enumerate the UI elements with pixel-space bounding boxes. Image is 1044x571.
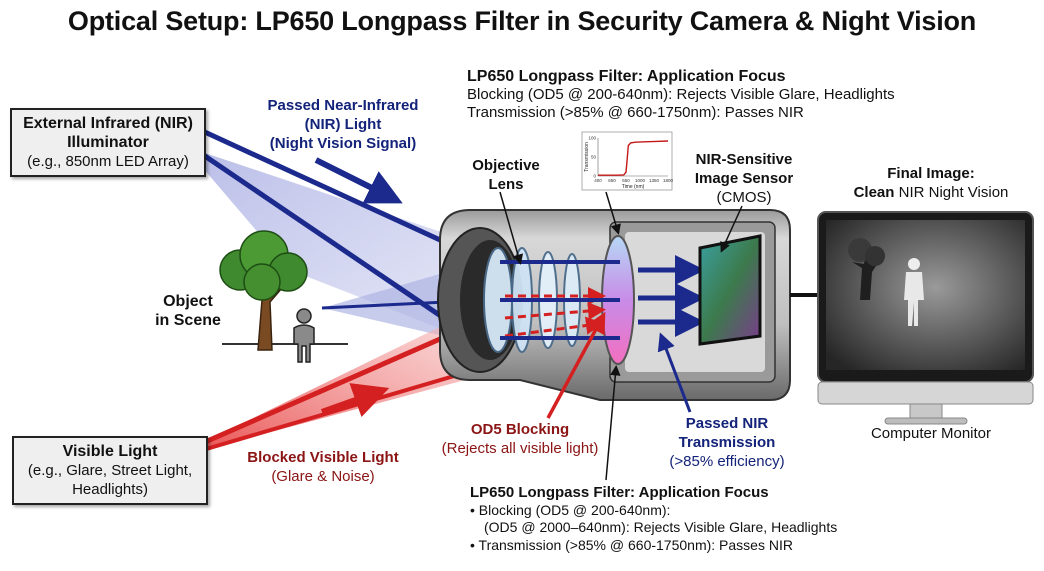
nir-direction-arrow <box>314 157 403 204</box>
final-image-label: Final Image: Clean NIR Night Vision <box>836 164 1026 202</box>
sensor-line3: (CMOS) <box>716 189 772 206</box>
illuminator-title-1: External Infrared (NIR) <box>23 115 193 132</box>
visible-light-sub-2: Headlights) <box>72 481 148 498</box>
passed-nir-line2: (NIR) Light <box>304 116 382 133</box>
object-line1: Object <box>163 293 213 310</box>
chart-y-tick-label: 50 <box>591 155 597 160</box>
pointer-objective-lens <box>499 191 523 265</box>
visible-direction-arrow <box>320 383 390 418</box>
chart-y-tick-label: 100 <box>588 136 596 141</box>
objective-lens-label: Objective Lens <box>462 156 550 194</box>
cmos-sensor <box>698 234 762 346</box>
final-image-line2-bold: Clean <box>853 184 899 201</box>
bottom-focus-b1b: (OD5 @ 2000–640nm): Rejects Visible Glar… <box>484 519 838 535</box>
pointer-passed-nir <box>657 332 692 413</box>
chart-x-tick-label: 400 <box>594 178 602 183</box>
chart-x-tick-label: 1800 <box>663 178 674 183</box>
bottom-focus-heading: LP650 Longpass Filter: Application Focus <box>470 484 769 501</box>
object-line2: in Scene <box>155 312 221 329</box>
pointer-sensor <box>720 205 743 253</box>
blocked-visible-line1: Blocked Visible Light <box>247 449 399 466</box>
chart-series-line <box>598 140 669 176</box>
visible-ray <box>195 364 489 454</box>
pointer-filter-top <box>605 191 621 235</box>
final-image-line2: Clean NIR Night Vision <box>836 183 1026 202</box>
passed-nir-label: Passed Near-Infrared (NIR) Light (Night … <box>258 96 428 153</box>
passed-nir-tx-line2: Transmission <box>678 434 776 451</box>
illuminator-box: External Infrared (NIR) Illuminator (e.g… <box>10 108 206 177</box>
top-focus-line2: Transmission (>85% @ 660-1750nm): Passes… <box>467 104 804 121</box>
passed-nir-tx-line1: Passed NIR <box>685 415 769 432</box>
objective-lens-line2: Lens <box>488 176 524 193</box>
passed-nir-transmission-label: Passed NIR Transmission (>85% efficiency… <box>662 414 792 471</box>
blocked-ray <box>504 316 604 338</box>
chart-x-tick-label: 650 <box>622 178 630 183</box>
chart-y-tick-label: 0 <box>593 174 596 179</box>
pointer-od5 <box>546 311 606 419</box>
passed-nir-line3: (Night Vision Signal) <box>269 135 417 152</box>
object-label: Object in Scene <box>148 292 228 330</box>
illuminator-title-2: Illuminator <box>67 134 149 151</box>
blocked-visible-label: Blocked Visible Light (Glare & Noise) <box>228 448 418 486</box>
illuminator-sub: (e.g., 850nm LED Array) <box>27 153 189 170</box>
computer-monitor <box>817 211 1034 425</box>
od5-line1: OD5 Blocking <box>470 421 570 438</box>
od5-label: OD5 Blocking (Rejects all visible light) <box>422 420 618 458</box>
chart-y-label: Transmission <box>584 142 590 172</box>
chart-x-label: Time (nm) <box>622 184 645 190</box>
top-focus-line1: Blocking (OD5 @ 200-640nm): Rejects Visi… <box>467 86 895 103</box>
diagram-title: Optical Setup: LP650 Longpass Filter in … <box>67 6 977 36</box>
chart-x-tick-label: 1350 <box>649 178 660 183</box>
bottom-focus-b1: • Blocking (OD5 @ 200-640nm): <box>470 501 671 518</box>
top-focus-heading: LP650 Longpass Filter: Application Focus <box>467 68 786 85</box>
visible-light-title: Visible Light <box>62 443 158 460</box>
pointer-filter-bottom <box>605 365 621 481</box>
final-image-line1: Final Image: <box>887 165 975 182</box>
sensor-line1: NIR-Sensitive <box>695 151 793 168</box>
bottom-focus-b2: • Transmission (>85% @ 660-1750nm): Pass… <box>470 536 793 553</box>
blocked-ray <box>504 302 606 320</box>
bottom-application-focus: LP650 Longpass Filter: Application Focus… <box>470 484 837 554</box>
sensor-line2: Image Sensor <box>694 170 794 187</box>
chart-x-tick-label: 650 <box>608 178 616 183</box>
monitor-label: Computer Monitor <box>870 425 992 442</box>
final-image-line2-rest: NIR Night Vision <box>898 184 1009 201</box>
top-application-focus: LP650 Longpass Filter: Application Focus… <box>467 68 895 122</box>
objective-lens-line1: Objective <box>472 157 540 174</box>
tree-canopy <box>219 230 308 301</box>
chart-x-tick-label: 1000 <box>635 178 646 183</box>
od5-line2: (Rejects all visible light) <box>441 440 599 457</box>
passed-nir-tx-line3: (>85% efficiency) <box>669 453 785 470</box>
visible-light-sub-1: (e.g., Glare, Street Light, <box>27 462 193 479</box>
person-figure <box>293 308 315 363</box>
sensor-label: NIR-Sensitive Image Sensor (CMOS) <box>684 150 804 207</box>
visible-light-box: Visible Light (e.g., Glare, Street Light… <box>12 436 208 505</box>
passed-nir-line1: Passed Near-Infrared <box>267 97 419 114</box>
blocked-visible-line2: (Glare & Noise) <box>271 468 375 485</box>
